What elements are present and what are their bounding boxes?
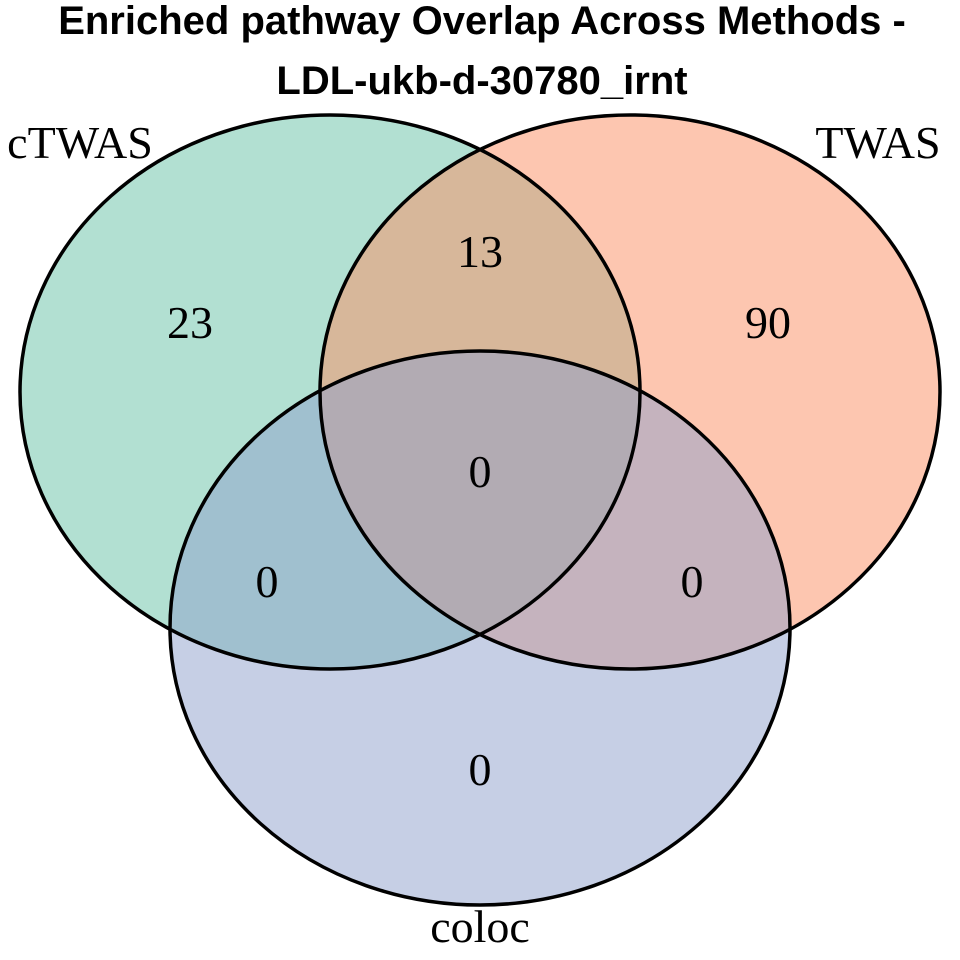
diagram-title-line-1: Enriched pathway Overlap Across Methods … [58,0,906,43]
ctwas-only-count: 23 [167,297,213,348]
diagram-title-line-2: LDL-ukb-d-30780_irnt [276,59,687,103]
ctwas-set-label: cTWAS [7,117,153,168]
set-outlines [18,113,942,907]
ctwas-coloc-count: 0 [256,556,279,607]
coloc-set-outline [168,349,792,907]
coloc-only-count: 0 [469,744,492,795]
coloc-set-label: coloc [430,901,530,952]
all-three-count: 0 [469,446,492,497]
ctwas-twas-count: 13 [457,226,503,277]
coloc-set-fill [170,351,790,905]
twas-only-count: 90 [745,297,791,348]
twas-coloc-count: 0 [681,556,704,607]
set-fills [20,115,940,905]
twas-set-label: TWAS [815,117,940,168]
